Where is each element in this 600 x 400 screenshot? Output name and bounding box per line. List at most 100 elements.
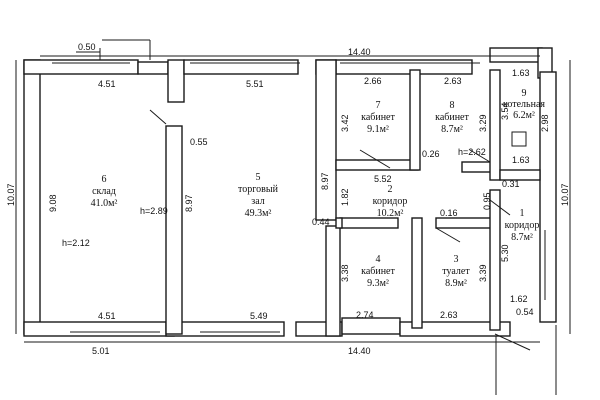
dim-266: 2.66 xyxy=(364,76,382,86)
partition-hall-office4 xyxy=(325,225,341,337)
dim-right-height: 10.07 xyxy=(560,183,570,206)
partition-toilet-corridor1 xyxy=(489,189,501,331)
door-swing-corridor xyxy=(489,199,511,216)
svg-text:кабинет: кабинет xyxy=(361,112,395,123)
partition-warehouse-hall xyxy=(165,125,183,335)
dim-338: 3.38 xyxy=(340,264,350,282)
partition-office8-corridor xyxy=(489,69,501,181)
dim-095: 0.95 xyxy=(482,192,492,210)
right-outer-wall xyxy=(539,71,557,323)
dim-501: 5.01 xyxy=(92,346,110,356)
dim-163-top: 1.63 xyxy=(512,68,530,78)
dim-354: 3.54 xyxy=(500,102,510,120)
dim-055: 0.55 xyxy=(190,137,208,147)
dim-342: 3.42 xyxy=(340,114,350,132)
openings xyxy=(52,39,557,395)
svg-text:9: 9 xyxy=(522,88,527,99)
office7-bottom-wall xyxy=(335,159,419,171)
bottom-wall-hall xyxy=(165,321,285,337)
office4-top-wall xyxy=(339,217,399,229)
svg-text:49.3м²: 49.3м² xyxy=(245,208,272,219)
left-outer-wall xyxy=(23,59,41,335)
room-9: 9 котельная 6.2м² xyxy=(503,88,545,121)
room-4: 4 кабинет 9.3м² xyxy=(361,254,395,289)
dim-552: 5.52 xyxy=(374,174,392,184)
dim-016: 0.16 xyxy=(440,208,458,218)
dimension-lines xyxy=(15,51,571,343)
dim-bottom-total: 14.40 xyxy=(348,346,371,356)
svg-text:8.7м²: 8.7м² xyxy=(441,124,463,135)
svg-text:туалет: туалет xyxy=(442,266,470,277)
bottom-wall-toilet xyxy=(399,321,511,337)
room-2: 2 коридор 10.2м² xyxy=(373,184,408,219)
svg-text:1: 1 xyxy=(520,208,525,219)
dim-top-total: 14.40 xyxy=(348,47,371,57)
toilet-top-wall xyxy=(435,217,493,229)
room-labels: 6 склад 41.0м² 5 торговый зал 49.3м² 7 к… xyxy=(91,88,546,289)
svg-text:8.9м²: 8.9м² xyxy=(445,278,467,289)
top-wall-boiler xyxy=(489,47,543,63)
dim-274: 2.74 xyxy=(356,310,374,320)
dim-897b: 8.97 xyxy=(320,172,330,190)
boiler-icon xyxy=(511,131,527,147)
svg-text:8: 8 xyxy=(450,100,455,111)
wall-stub xyxy=(335,217,343,229)
svg-text:кабинет: кабинет xyxy=(435,112,469,123)
dim-026: 0.26 xyxy=(422,149,440,159)
top-wall-offices xyxy=(335,59,473,75)
dim-329: 3.29 xyxy=(478,114,488,132)
partition-hall-offices xyxy=(315,59,337,221)
dim-451-bot: 4.51 xyxy=(98,311,116,321)
dim-031: 0.31 xyxy=(502,179,520,189)
dim-163-mid: 1.63 xyxy=(512,155,530,165)
door-swing-hall xyxy=(149,109,167,125)
bottom-wall-warehouse xyxy=(23,321,175,337)
dim-897: 8.97 xyxy=(184,194,194,212)
dim-451-top: 4.51 xyxy=(98,79,116,89)
door-swing-toilet xyxy=(435,227,461,243)
room-3: 3 туалет 8.9м² xyxy=(442,254,470,289)
svg-text:3: 3 xyxy=(454,254,459,265)
door-swing-office8 xyxy=(469,149,491,163)
svg-text:41.0м²: 41.0м² xyxy=(91,198,118,209)
dim-339: 3.39 xyxy=(478,264,488,282)
svg-text:5: 5 xyxy=(256,172,261,183)
svg-text:зал: зал xyxy=(251,196,264,207)
partition-office7-office8 xyxy=(409,69,421,171)
top-wall-warehouse xyxy=(23,59,139,75)
top-wall-piece xyxy=(137,61,169,75)
room-5: 5 торговый зал 49.3м² xyxy=(238,172,279,219)
dim-530: 5.30 xyxy=(500,244,510,262)
svg-text:4: 4 xyxy=(376,254,381,265)
dim-h212: h=2.12 xyxy=(62,238,90,248)
svg-text:6.2м²: 6.2м² xyxy=(513,110,535,121)
svg-text:9.1м²: 9.1м² xyxy=(367,124,389,135)
svg-text:склад: склад xyxy=(92,186,116,197)
room-8: 8 кабинет 8.7м² xyxy=(435,100,469,135)
dim-left-height: 10.07 xyxy=(6,183,16,206)
svg-text:кабинет: кабинет xyxy=(361,266,395,277)
svg-text:2: 2 xyxy=(388,184,393,195)
office8-bottom-wall xyxy=(461,161,493,173)
bottom-wall-office4 xyxy=(341,317,401,335)
dim-162: 1.62 xyxy=(510,294,528,304)
dim-050: 0.50 xyxy=(78,42,96,52)
dimension-labels: 0.50 14.40 4.51 5.51 2.66 2.63 1.63 0.55… xyxy=(6,42,570,356)
svg-text:10.2м²: 10.2м² xyxy=(377,208,404,219)
dim-908: 9.08 xyxy=(48,194,58,212)
svg-text:8.7м²: 8.7м² xyxy=(511,232,533,243)
room-6: 6 склад 41.0м² xyxy=(91,174,118,209)
partition-office4-toilet xyxy=(411,217,423,329)
svg-text:9.3м²: 9.3м² xyxy=(367,278,389,289)
dim-h262: h=2.62 xyxy=(458,147,486,157)
top-wall-hall xyxy=(183,59,299,75)
svg-text:торговый: торговый xyxy=(238,184,279,195)
svg-text:котельная: котельная xyxy=(503,99,545,110)
dim-054: 0.54 xyxy=(516,307,534,317)
dim-298: 2.98 xyxy=(540,114,550,132)
dim-182: 1.82 xyxy=(340,188,350,206)
dim-549: 5.49 xyxy=(250,311,268,321)
dim-263-top: 2.63 xyxy=(444,76,462,86)
dim-551: 5.51 xyxy=(246,79,264,89)
